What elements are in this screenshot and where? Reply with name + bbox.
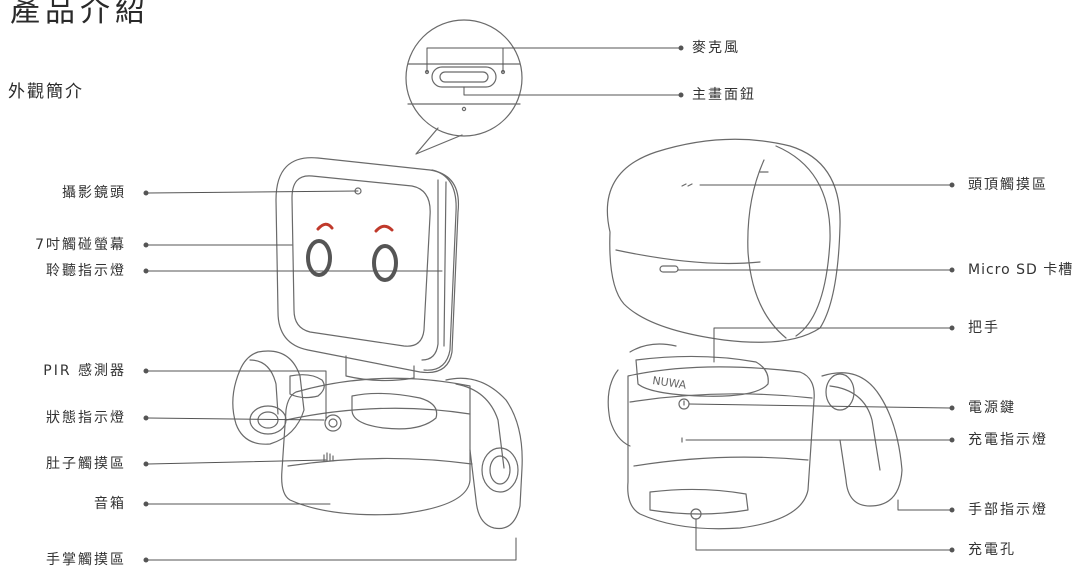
- back-body: [627, 366, 815, 530]
- label-handle: 把手: [968, 320, 1000, 336]
- front-right-arm: [445, 377, 523, 530]
- label-charge-indicator: 充電指示燈: [968, 432, 1048, 448]
- front-leader-lines: [143, 190, 517, 563]
- front-head: [275, 157, 460, 374]
- label-head-top-touch: 頭頂觸摸區: [968, 177, 1048, 193]
- label-microphone: 麥克風: [692, 40, 740, 56]
- back-handle: [635, 355, 769, 397]
- label-home-button: 主畫面鈕: [692, 87, 756, 103]
- back-leader-lines: [677, 182, 955, 553]
- page-title: 產品介紹: [10, 0, 150, 29]
- label-status-indicator: 狀態指示燈: [46, 410, 126, 426]
- label-pir-sensor: PIR 感測器: [43, 363, 126, 379]
- status-led-ring: [324, 414, 342, 432]
- label-listen-indicator: 聆聽指示燈: [46, 263, 126, 279]
- label-charging-port: 充電孔: [968, 542, 1016, 558]
- label-touchscreen: 7吋觸碰螢幕: [35, 237, 126, 253]
- back-head: [606, 138, 841, 343]
- label-palm-touch: 手掌觸摸區: [46, 552, 126, 568]
- front-left-arm: [232, 350, 305, 445]
- back-robot: NUWA: [606, 138, 903, 530]
- magnifier-circle: [405, 19, 523, 137]
- label-belly-touch: 肚子觸摸區: [46, 456, 126, 472]
- label-speaker: 音箱: [94, 496, 126, 512]
- label-hand-indicator: 手部指示燈: [968, 502, 1048, 518]
- detail-leader-lines: [426, 45, 684, 98]
- front-screen: [291, 175, 431, 347]
- home-button-shape: [431, 66, 497, 88]
- brand-logo: NUWA: [652, 374, 688, 392]
- label-micro-sd-slot: Micro SD 卡槽: [968, 262, 1074, 278]
- magnifier-pointer: [415, 127, 463, 155]
- label-power-button: 電源鍵: [968, 400, 1016, 416]
- back-right-arm: [821, 372, 903, 507]
- sd-slot-shape: [659, 265, 679, 273]
- section-title: 外觀簡介: [8, 82, 84, 102]
- front-body: [281, 377, 471, 516]
- front-robot: [232, 157, 523, 530]
- label-camera: 攝影鏡頭: [62, 185, 126, 201]
